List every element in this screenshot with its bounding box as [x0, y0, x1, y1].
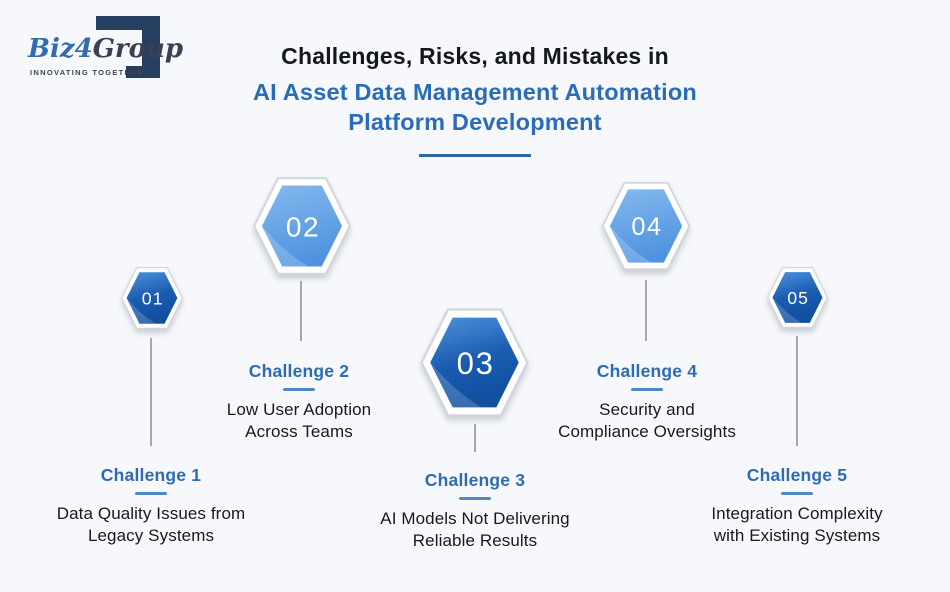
hexagon-badge-02: 02 — [252, 177, 352, 275]
logo-bracket-icon — [96, 16, 160, 78]
hexagon-number-05: 05 — [787, 288, 808, 308]
hexagon-fill — [126, 272, 178, 324]
challenge-4-text: Security and Compliance Oversights — [515, 399, 779, 443]
brand-group: Group — [92, 34, 184, 64]
challenge-5-text: Integration Complexity with Existing Sys… — [666, 503, 928, 547]
hexagon-shine — [126, 298, 156, 324]
challenge-3-underline — [459, 497, 491, 500]
hexagon-badge-04: 04 — [601, 181, 691, 271]
connector-line-5 — [796, 336, 798, 446]
page-title: Challenges, Risks, and Mistakes in AI As… — [175, 43, 775, 157]
challenge-5-text-line2: with Existing Systems — [713, 526, 881, 545]
challenge-5-label: Challenge 5 — [746, 465, 848, 485]
challenge-2-text: Low User Adoption Across Teams — [168, 399, 430, 443]
hexagon-badge-01: 01 — [120, 266, 184, 330]
hexagon-badge-05: 05 — [766, 266, 829, 329]
title-line-2: AI Asset Data Management Automation — [253, 79, 697, 105]
challenge-3-text-line2: Reliable Results — [412, 531, 538, 550]
challenge-2-label: Challenge 2 — [248, 361, 350, 381]
title-divider — [419, 154, 531, 157]
hexagon-number-04: 04 — [631, 213, 662, 241]
challenge-3-text-line1: AI Models Not Delivering — [380, 509, 570, 528]
challenge-3-block: Challenge 3 AI Models Not Delivering Rel… — [344, 470, 606, 552]
brand-4: 4 — [74, 34, 93, 64]
challenge-1-underline — [135, 492, 167, 495]
hexagon-fill — [261, 185, 343, 267]
challenge-5-text-line1: Integration Complexity — [711, 504, 883, 523]
hexagon-fill — [772, 272, 823, 323]
brand-name: Biz4Group — [28, 34, 183, 64]
hexagon-number-02: 02 — [286, 212, 320, 243]
hexagon-number-01: 01 — [142, 289, 164, 309]
hexagon-fill — [609, 189, 683, 263]
hexagon-shine — [610, 226, 652, 263]
connector-line-1 — [150, 338, 152, 446]
challenge-3-label: Challenge 3 — [424, 470, 526, 490]
brand-logo: Biz4Group INNOVATING TOGETHER — [22, 14, 183, 88]
brand-tagline: INNOVATING TOGETHER — [30, 68, 145, 77]
hexagon-shine — [772, 297, 802, 323]
challenge-2-block: Challenge 2 Low User Adoption Across Tea… — [168, 361, 430, 443]
connector-line-4 — [645, 280, 647, 341]
challenge-3-text: AI Models Not Delivering Reliable Result… — [344, 508, 606, 552]
challenge-1-block: Challenge 1 Data Quality Issues from Leg… — [20, 465, 282, 547]
challenge-1-text: Data Quality Issues from Legacy Systems — [20, 503, 282, 547]
challenge-1-text-line1: Data Quality Issues from — [56, 504, 246, 523]
challenge-2-underline — [283, 388, 315, 391]
challenge-4-label: Challenge 4 — [596, 361, 698, 381]
challenge-4-block: Challenge 4 Security and Compliance Over… — [515, 361, 779, 443]
hexagon-shine — [262, 226, 309, 267]
brand-biz: Biz — [28, 34, 75, 64]
challenge-2-text-line1: Low User Adoption — [226, 400, 372, 419]
hexagon-badge-03: 03 — [420, 308, 529, 417]
connector-line-3 — [474, 424, 476, 452]
title-line-1: Challenges, Risks, and Mistakes in — [281, 43, 669, 69]
hexagon-fill — [430, 317, 519, 408]
challenge-4-underline — [631, 388, 663, 391]
connector-line-2 — [300, 281, 302, 341]
challenge-1-text-line2: Legacy Systems — [87, 526, 215, 545]
challenge-4-text-line1: Security and — [599, 400, 695, 419]
challenge-5-block: Challenge 5 Integration Complexity with … — [666, 465, 928, 547]
challenge-1-label: Challenge 1 — [100, 465, 202, 485]
challenge-2-text-line2: Across Teams — [245, 422, 353, 441]
challenge-4-text-line2: Compliance Oversights — [558, 422, 736, 441]
hexagon-number-03: 03 — [457, 346, 495, 381]
hexagon-shine — [430, 362, 482, 408]
title-line-3: Platform Development — [348, 109, 602, 135]
challenge-5-underline — [781, 492, 813, 495]
